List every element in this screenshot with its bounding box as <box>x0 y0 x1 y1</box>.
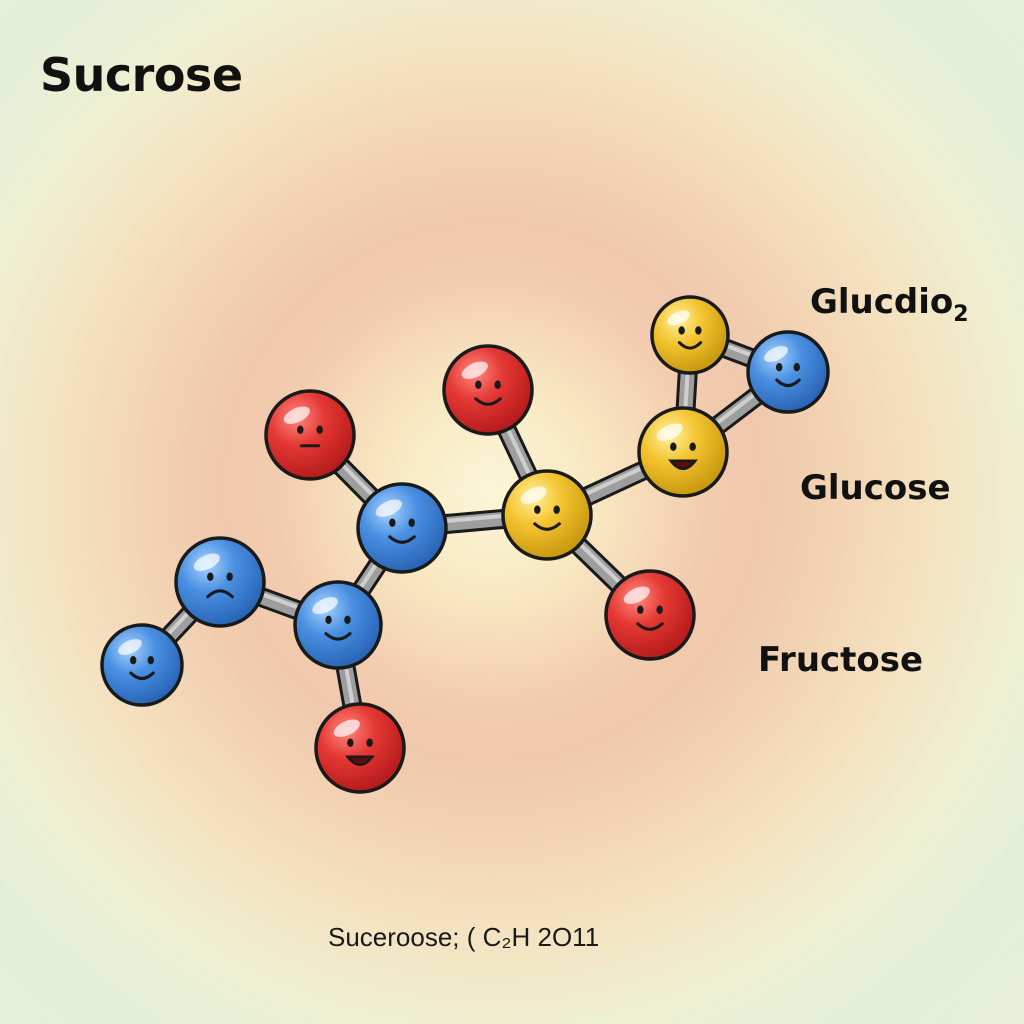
atom-eye-left <box>325 615 332 625</box>
atom-mouth <box>345 755 375 767</box>
atom-mouth <box>324 632 352 641</box>
atom-shine <box>312 597 338 615</box>
atom-shine <box>461 361 488 379</box>
atom-eye-right <box>494 380 501 389</box>
atom-eye-left <box>678 326 685 335</box>
atom-eye-left <box>389 518 396 527</box>
atom-mouth <box>206 589 234 599</box>
atom-blue-a10 <box>293 580 383 670</box>
atom-yellow-a5 <box>637 406 729 498</box>
atom-eye-right <box>226 572 233 581</box>
atom-eye-left <box>776 363 783 372</box>
atom-eye-right <box>366 738 373 747</box>
atom-eye-right <box>147 656 154 665</box>
atom-eye-left <box>207 572 214 581</box>
atom-eye-right <box>793 363 800 372</box>
atom-yellow-a7 <box>501 469 593 561</box>
atoms-layer <box>100 295 830 794</box>
atom-eye-right <box>695 326 702 335</box>
atom-mouth <box>474 397 502 406</box>
atom-shine <box>193 553 220 571</box>
atom-eye-right <box>553 505 560 514</box>
atom-mouth <box>388 535 416 544</box>
atom-blue-a11 <box>100 623 184 707</box>
atom-body <box>264 389 356 481</box>
atom-eye-right <box>408 518 415 527</box>
atom-eye-left <box>347 738 354 747</box>
atom-body <box>293 580 383 670</box>
atom-eye-left <box>637 605 644 614</box>
atom-shine <box>283 406 310 424</box>
label-glucdio-subscript: 2 <box>953 301 969 327</box>
atom-body <box>100 623 184 707</box>
atom-red-a8 <box>604 569 696 661</box>
atom-eye-left <box>670 442 677 451</box>
atom-mouth <box>129 671 155 680</box>
atom-red-a12 <box>314 702 406 794</box>
atom-yellow-a3 <box>650 295 730 375</box>
atom-body <box>650 295 730 375</box>
atom-body <box>501 469 593 561</box>
atom-blue-a9 <box>174 536 266 628</box>
atom-red-a1 <box>264 389 356 481</box>
atom-eye-left <box>297 425 304 434</box>
label-glucose: Glucose <box>800 468 951 508</box>
atom-shine <box>118 639 142 655</box>
atom-eye-right <box>656 605 663 614</box>
atom-blue-a6 <box>356 482 448 574</box>
atom-eye-left <box>475 380 482 389</box>
atom-body <box>356 482 448 574</box>
atom-shine <box>520 486 547 504</box>
atom-body <box>637 406 729 498</box>
atom-shine <box>623 586 650 604</box>
atom-body <box>314 702 406 794</box>
atom-eye-left <box>130 656 137 665</box>
atom-body <box>174 536 266 628</box>
atom-mouth <box>677 341 703 350</box>
atom-body <box>604 569 696 661</box>
atom-eye-right <box>316 425 323 434</box>
atom-blue-a4 <box>746 330 830 414</box>
label-glucdio-text: Glucdio <box>810 282 954 322</box>
atom-body <box>442 344 534 436</box>
atom-red-a2 <box>442 344 534 436</box>
atom-shine <box>333 719 360 737</box>
atom-eye-left <box>534 505 541 514</box>
atom-mouth <box>668 459 698 471</box>
atom-mouth <box>636 622 664 631</box>
atom-mouth <box>533 522 561 531</box>
label-glucdio: Glucdio2 <box>810 282 969 327</box>
atom-shine <box>656 423 683 441</box>
atom-shine <box>764 346 788 362</box>
atom-mouth <box>775 378 801 387</box>
atom-shine <box>375 499 402 517</box>
formula-caption: Suceroose; ( C₂H 2O11 <box>328 922 600 952</box>
diagram-title: Sucrose <box>40 48 243 102</box>
atom-body <box>746 330 830 414</box>
atom-shine <box>667 310 690 326</box>
label-fructose: Fructose <box>758 640 924 680</box>
atom-eye-right <box>344 615 351 625</box>
atom-eye-right <box>689 442 696 451</box>
